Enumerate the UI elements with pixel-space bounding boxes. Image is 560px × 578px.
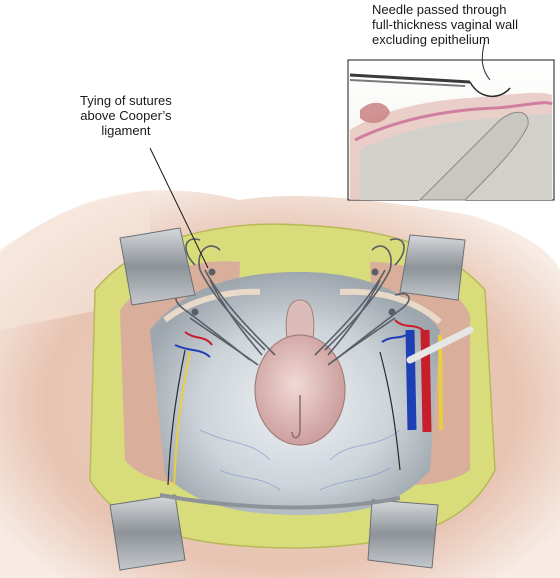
retractor-bottom-right [367,499,439,569]
label-suture-tying-line3: ligament [101,123,151,138]
vessel-left-blue [174,344,211,358]
catheter [291,395,301,439]
inset-needle [469,81,511,97]
label-needle-pass: Needle passed through full-thickness vag… [372,2,518,47]
side-wall-line-right [379,351,401,471]
bladder [254,334,346,446]
vessel-left-red [184,331,213,346]
bladder-neck [285,299,315,341]
drain-tube [406,326,474,364]
label-needle-pass-line3: excluding epithelium [372,32,490,47]
external-iliac-artery [420,329,432,433]
inset-suture-thread [481,39,491,81]
label-suture-tying-line1: Tying of sutures [80,93,172,108]
retractor-top-left [119,227,196,306]
ureter [438,334,443,431]
vessel-branch-red [394,319,426,333]
sutures-left [175,238,276,366]
coopers-ligament-right [339,288,442,325]
side-wall-line-left-yellow [173,351,191,487]
label-needle-pass-line2: full-thickness vaginal wall [372,17,518,32]
inset-finger [418,111,529,201]
side-wall-line-left [167,349,186,486]
inset-mucosa [360,102,390,124]
coopers-ligament-left [163,288,261,323]
inset-panel [347,39,555,201]
tissue-vessels [199,429,401,491]
retractor-bottom-left [109,494,186,571]
retractor-top-right [399,234,466,301]
inset-epithelium-line [354,101,553,142]
label-needle-pass-line1: Needle passed through [372,2,507,17]
inset-needle-holder [349,73,471,84]
retractor-frame-bottom [159,493,401,510]
external-iliac-vein [405,329,417,431]
label-suture-tying-line2: above Cooper’s [80,108,172,123]
inset-needle-holder-2 [349,79,466,87]
label-suture-tying: Tying of sutures above Cooper’s ligament [80,93,172,138]
vessel-branch-blue [381,332,411,343]
suture-knots [191,268,396,316]
leader-line-suture-tying [149,147,209,269]
